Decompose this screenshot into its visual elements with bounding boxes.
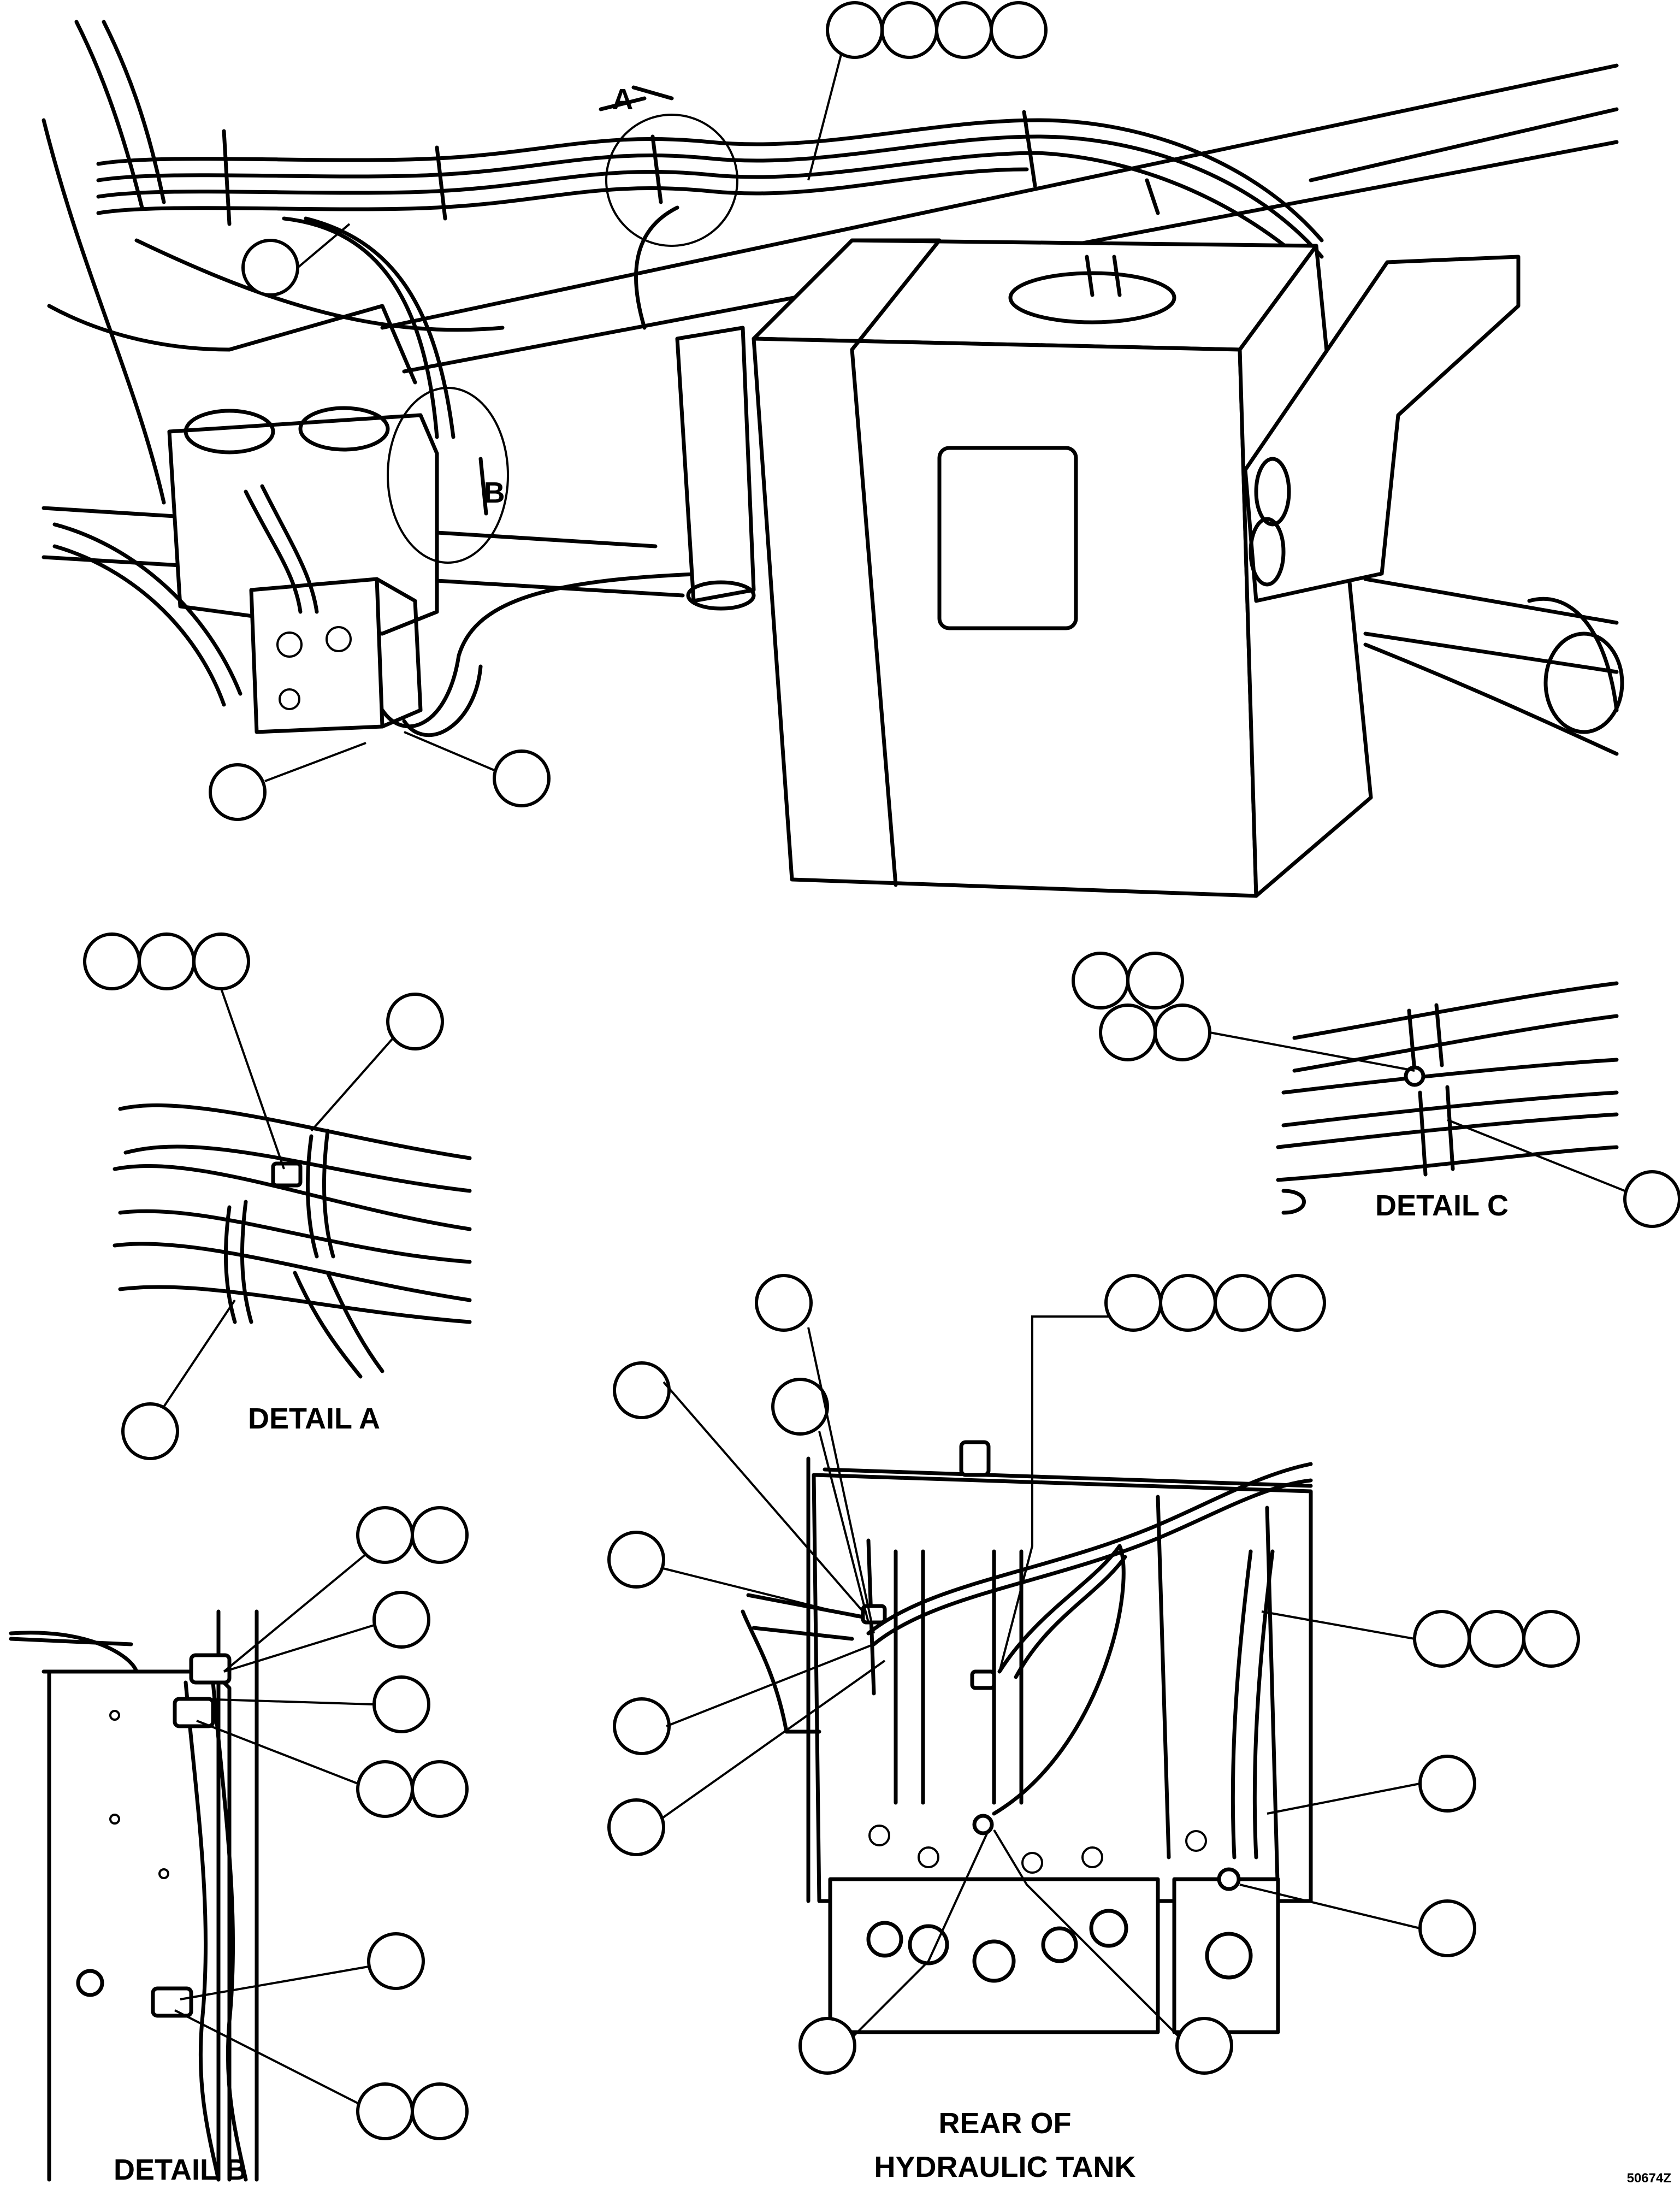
view-marker-a: A <box>612 83 634 116</box>
callout-balloons <box>83 1 1680 2140</box>
view-marker-b: B <box>484 476 505 509</box>
rear-of-tank-view <box>741 1440 1313 2034</box>
rear-view-label-line1: REAR OF <box>939 2107 1072 2140</box>
detail-b-view <box>9 1609 259 2182</box>
rear-view-label-line2: HYDRAULIC TANK <box>874 2151 1136 2183</box>
detail-b-label: DETAIL B <box>114 2153 247 2186</box>
drawing-number: 50674Z <box>1627 2171 1671 2186</box>
text-labels: A B DETAIL A DETAIL B DETAIL C REAR OF H… <box>114 83 1671 2186</box>
detail-c-label: DETAIL C <box>1375 1189 1509 1222</box>
detail-c-view <box>1276 981 1619 1215</box>
main-view <box>42 20 1624 898</box>
detail-a-label: DETAIL A <box>248 1402 380 1435</box>
detail-a-view <box>113 1103 472 1379</box>
